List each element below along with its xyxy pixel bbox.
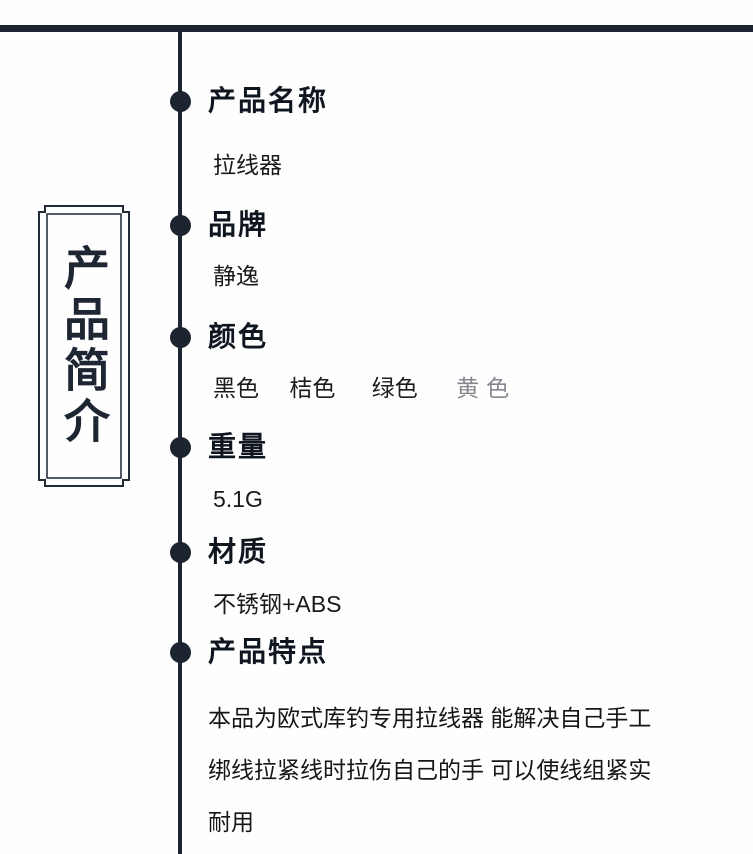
section-heading-weight: 重量 <box>170 431 269 463</box>
features-paragraph: 本品为欧式库钓专用拉线器 能解决自己手工 绑线拉紧线时拉伤自己的手 可以使线组紧… <box>208 692 718 848</box>
features-line: 绑线拉紧线时拉伤自己的手 可以使线组紧实 <box>208 757 652 783</box>
weight-value: 5.1G <box>213 486 263 512</box>
color-option-orange: 桔色 <box>289 375 336 401</box>
timeline-bullet-icon <box>170 91 191 112</box>
timeline-bullet-icon <box>170 327 191 348</box>
section-label: 重量 <box>208 431 269 462</box>
section-heading-product-name: 产品名称 <box>170 85 329 117</box>
color-option-black: 黑色 <box>213 375 259 401</box>
side-title-plaque: 产品简介 <box>38 205 130 487</box>
section-label: 材质 <box>208 536 269 567</box>
color-option-yellow: 黄色 <box>456 376 517 401</box>
color-option-green: 绿色 <box>371 375 418 401</box>
section-label: 颜色 <box>208 321 269 352</box>
section-label: 品牌 <box>208 209 269 240</box>
section-heading-brand: 品牌 <box>170 209 269 241</box>
section-heading-color: 颜色 <box>170 321 269 353</box>
section-heading-features: 产品特点 <box>170 636 329 668</box>
timeline-bullet-icon <box>170 542 191 563</box>
material-value: 不锈钢+ABS <box>213 591 342 617</box>
features-line: 耐用 <box>208 809 254 835</box>
top-divider-bar <box>0 25 753 32</box>
timeline-bullet-icon <box>170 215 191 236</box>
timeline-bullet-icon <box>170 437 191 458</box>
section-label: 产品特点 <box>208 636 329 667</box>
plaque-frame <box>38 205 130 487</box>
section-heading-material: 材质 <box>170 536 269 568</box>
features-line: 本品为欧式库钓专用拉线器 能解决自己手工 <box>208 705 652 731</box>
side-panel-title: 产品简介 <box>58 244 110 448</box>
color-options-row: 黑色 桔色 绿色 黄色 <box>213 375 516 403</box>
product-name-value: 拉线器 <box>213 152 282 178</box>
section-label: 产品名称 <box>208 85 329 116</box>
brand-value: 静逸 <box>213 263 259 289</box>
timeline-bullet-icon <box>170 642 191 663</box>
